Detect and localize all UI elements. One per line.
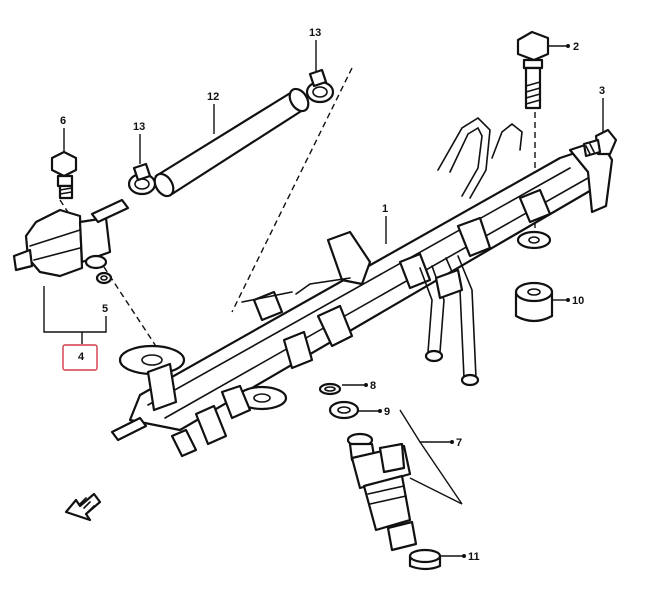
- callout-13-lower[interactable]: 13: [133, 121, 145, 133]
- front-direction-arrow-icon: [64, 492, 102, 522]
- fuel-injector[interactable]: [346, 432, 418, 552]
- callout-labels: 1 2 3 4 5 6 7 8 9 10 11 12 13 13: [60, 27, 605, 563]
- hose-clamp-upper[interactable]: [305, 68, 335, 104]
- callout-9[interactable]: 9: [384, 406, 390, 418]
- selected-callout-highlight: [62, 344, 98, 371]
- callout-1[interactable]: 1: [382, 203, 388, 215]
- callout-2[interactable]: 2: [573, 41, 579, 53]
- fuel-hose[interactable]: [151, 86, 312, 200]
- injector-cushion[interactable]: [328, 400, 360, 420]
- hose-clamp-lower[interactable]: [127, 162, 157, 196]
- callout-3[interactable]: 3: [599, 85, 605, 97]
- fuel-pressure-regulator[interactable]: [12, 198, 130, 278]
- leader-end-dots: [364, 44, 570, 558]
- callout-13-upper[interactable]: 13: [309, 27, 321, 39]
- mounting-bolt-long[interactable]: [516, 30, 550, 110]
- callout-4[interactable]: 4: [78, 351, 85, 363]
- rail-insulator[interactable]: [514, 281, 554, 323]
- callout-10[interactable]: 10: [572, 295, 584, 307]
- callout-8[interactable]: 8: [370, 380, 376, 392]
- injector-o-ring-upper[interactable]: [318, 382, 342, 396]
- callout-7[interactable]: 7: [456, 437, 462, 449]
- regulator-o-ring[interactable]: [95, 271, 113, 285]
- callout-12[interactable]: 12: [207, 91, 219, 103]
- callout-6[interactable]: 6: [60, 115, 66, 127]
- callout-11[interactable]: 11: [468, 551, 480, 563]
- mounting-bolt-short[interactable]: [582, 128, 618, 158]
- injector-o-ring-lower[interactable]: [408, 548, 442, 571]
- regulator-bolt[interactable]: [50, 150, 78, 200]
- callout-5[interactable]: 5: [102, 303, 108, 315]
- fuel-delivery-pipe[interactable]: [110, 116, 614, 458]
- leader-lines: [43, 40, 604, 557]
